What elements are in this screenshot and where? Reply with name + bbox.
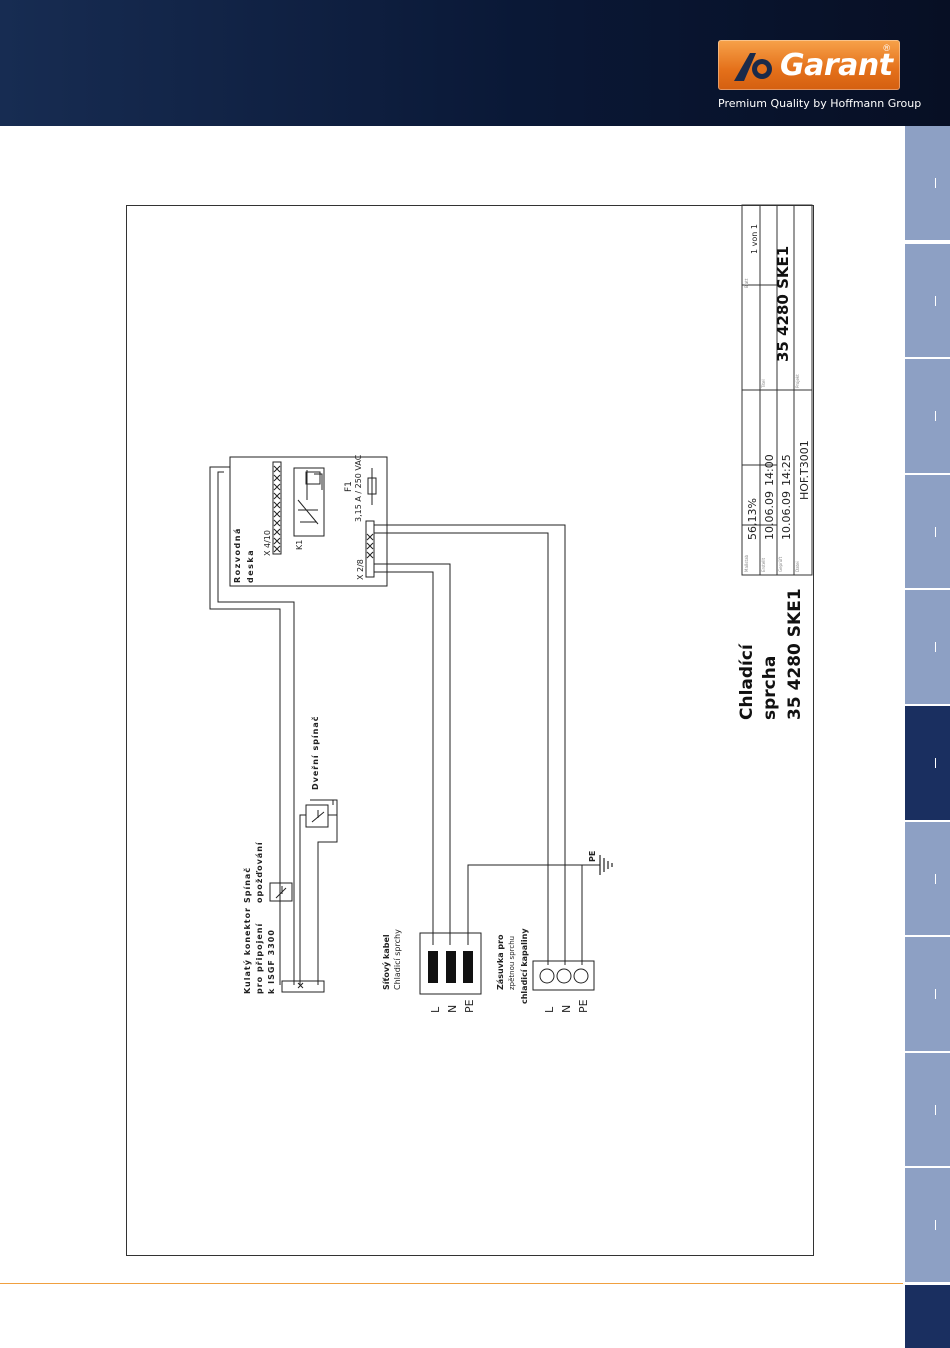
coolant-socket [532,960,595,991]
side-tab-mark [935,989,936,1000]
bottom-accent-line [0,1283,903,1284]
round-connector-label-2: pro připojení [255,923,264,994]
side-tab-mark [935,873,936,884]
f1-rating: 3,15 A / 250 VAC [354,454,363,522]
f1-label: F1 [344,481,354,492]
plug-l: L [429,1006,442,1013]
tb-percent: 56,13% [746,498,759,540]
terminal-x410 [272,461,282,555]
diagram-frame [126,205,814,1256]
garant-logo[interactable]: Garant ® [718,40,900,90]
side-tab-1[interactable] [905,126,950,240]
terminal-x410-crosses [273,465,281,553]
side-tab-bottom[interactable] [905,1285,950,1348]
socket-l: L [543,1006,556,1013]
delay-switch-label-2: opožďování [255,841,264,903]
diagram-title-2: sprcha [760,656,780,720]
mains-cable-label-1: Síťový kabel [382,934,391,990]
side-tab-9[interactable] [905,1052,950,1167]
door-switch-label: Dveřní spínač [310,715,320,790]
socket-pe: PE [577,999,590,1013]
side-tab-10[interactable] [905,1168,950,1282]
tb-time1: 14:00 [763,454,776,486]
x410-label: X 4/10 [263,530,272,556]
tb-time2: 14:25 [780,454,793,486]
tb-drawing-no: HOF.T3001 [798,440,811,500]
terminal-x28 [365,520,375,578]
distribution-board [229,456,388,587]
title-block [741,204,813,576]
pe-label: PE [588,851,597,862]
tb-small7: Projekt [795,374,800,388]
k1-label: K1 [295,540,304,550]
tb-sheet: 1 von 1 [750,224,759,254]
side-tab-4[interactable] [905,474,950,589]
tb-small1: Maßstab [744,554,749,572]
tb-small5: Blatt [744,278,749,288]
delay-switch [269,882,293,902]
logo-text: Garant [780,48,893,83]
tb-project-code: 35 4280 SKE1 [774,246,792,362]
tb-small2: Erstellt [761,557,766,572]
diagram-title-1: Chladící [737,643,757,720]
round-connector-label-3: k ISGF 3300 [267,929,276,994]
ground-symbol [599,855,613,875]
board-label-1: Rozvodná [233,527,242,583]
side-tab-5[interactable] [905,590,950,704]
door-switch [305,804,329,828]
side-tab-mark [935,758,936,768]
diagram-title-3: 35 4280 SKE1 [785,588,805,720]
mains-plug [419,932,482,995]
round-connector [281,980,325,993]
socket-label-3: chladicí kapaliny [520,928,529,1004]
x28-label: X 2/8 [356,559,365,580]
garant-logo-icon [734,53,772,81]
plug-pe: PE [463,999,476,1013]
tb-small3: Geprüft [778,556,783,572]
side-tab-2[interactable] [905,243,950,358]
socket-n: N [560,1005,573,1013]
side-tab-6[interactable] [905,706,950,820]
mains-cable-label-2: Chladicí sprchy [393,929,402,990]
side-tab-mark [935,1220,936,1231]
tb-date2: 10.06.09 [780,491,793,540]
side-tab-3[interactable] [905,359,950,473]
side-tab-mark [935,178,936,188]
side-tab-mark [935,526,936,537]
socket-label-1: Zásuvka pro [496,934,505,990]
side-tab-7[interactable] [905,821,950,936]
side-tab-mark [935,411,936,422]
registered-mark: ® [883,43,890,53]
side-tab-mark [935,642,936,653]
tb-small6: Titel [761,379,766,389]
tb-date1: 10.06.09 [763,491,776,540]
page-header: Garant ® Premium Quality by Hoffmann Gro… [0,0,950,126]
side-tab-mark [935,1104,936,1115]
relay-k1 [293,467,325,537]
delay-switch-label-1: Spínač [242,867,252,903]
board-label-2: deska [246,549,255,583]
tb-small4: Datei [795,561,800,572]
side-tab-mark [935,295,936,306]
plug-n: N [446,1005,459,1013]
round-connector-label-1: Kulatý konektor [243,907,252,994]
socket-label-2: zpětnou sprchu [508,936,516,990]
tagline: Premium Quality by Hoffmann Group [718,97,922,110]
side-tab-8[interactable] [905,937,950,1051]
